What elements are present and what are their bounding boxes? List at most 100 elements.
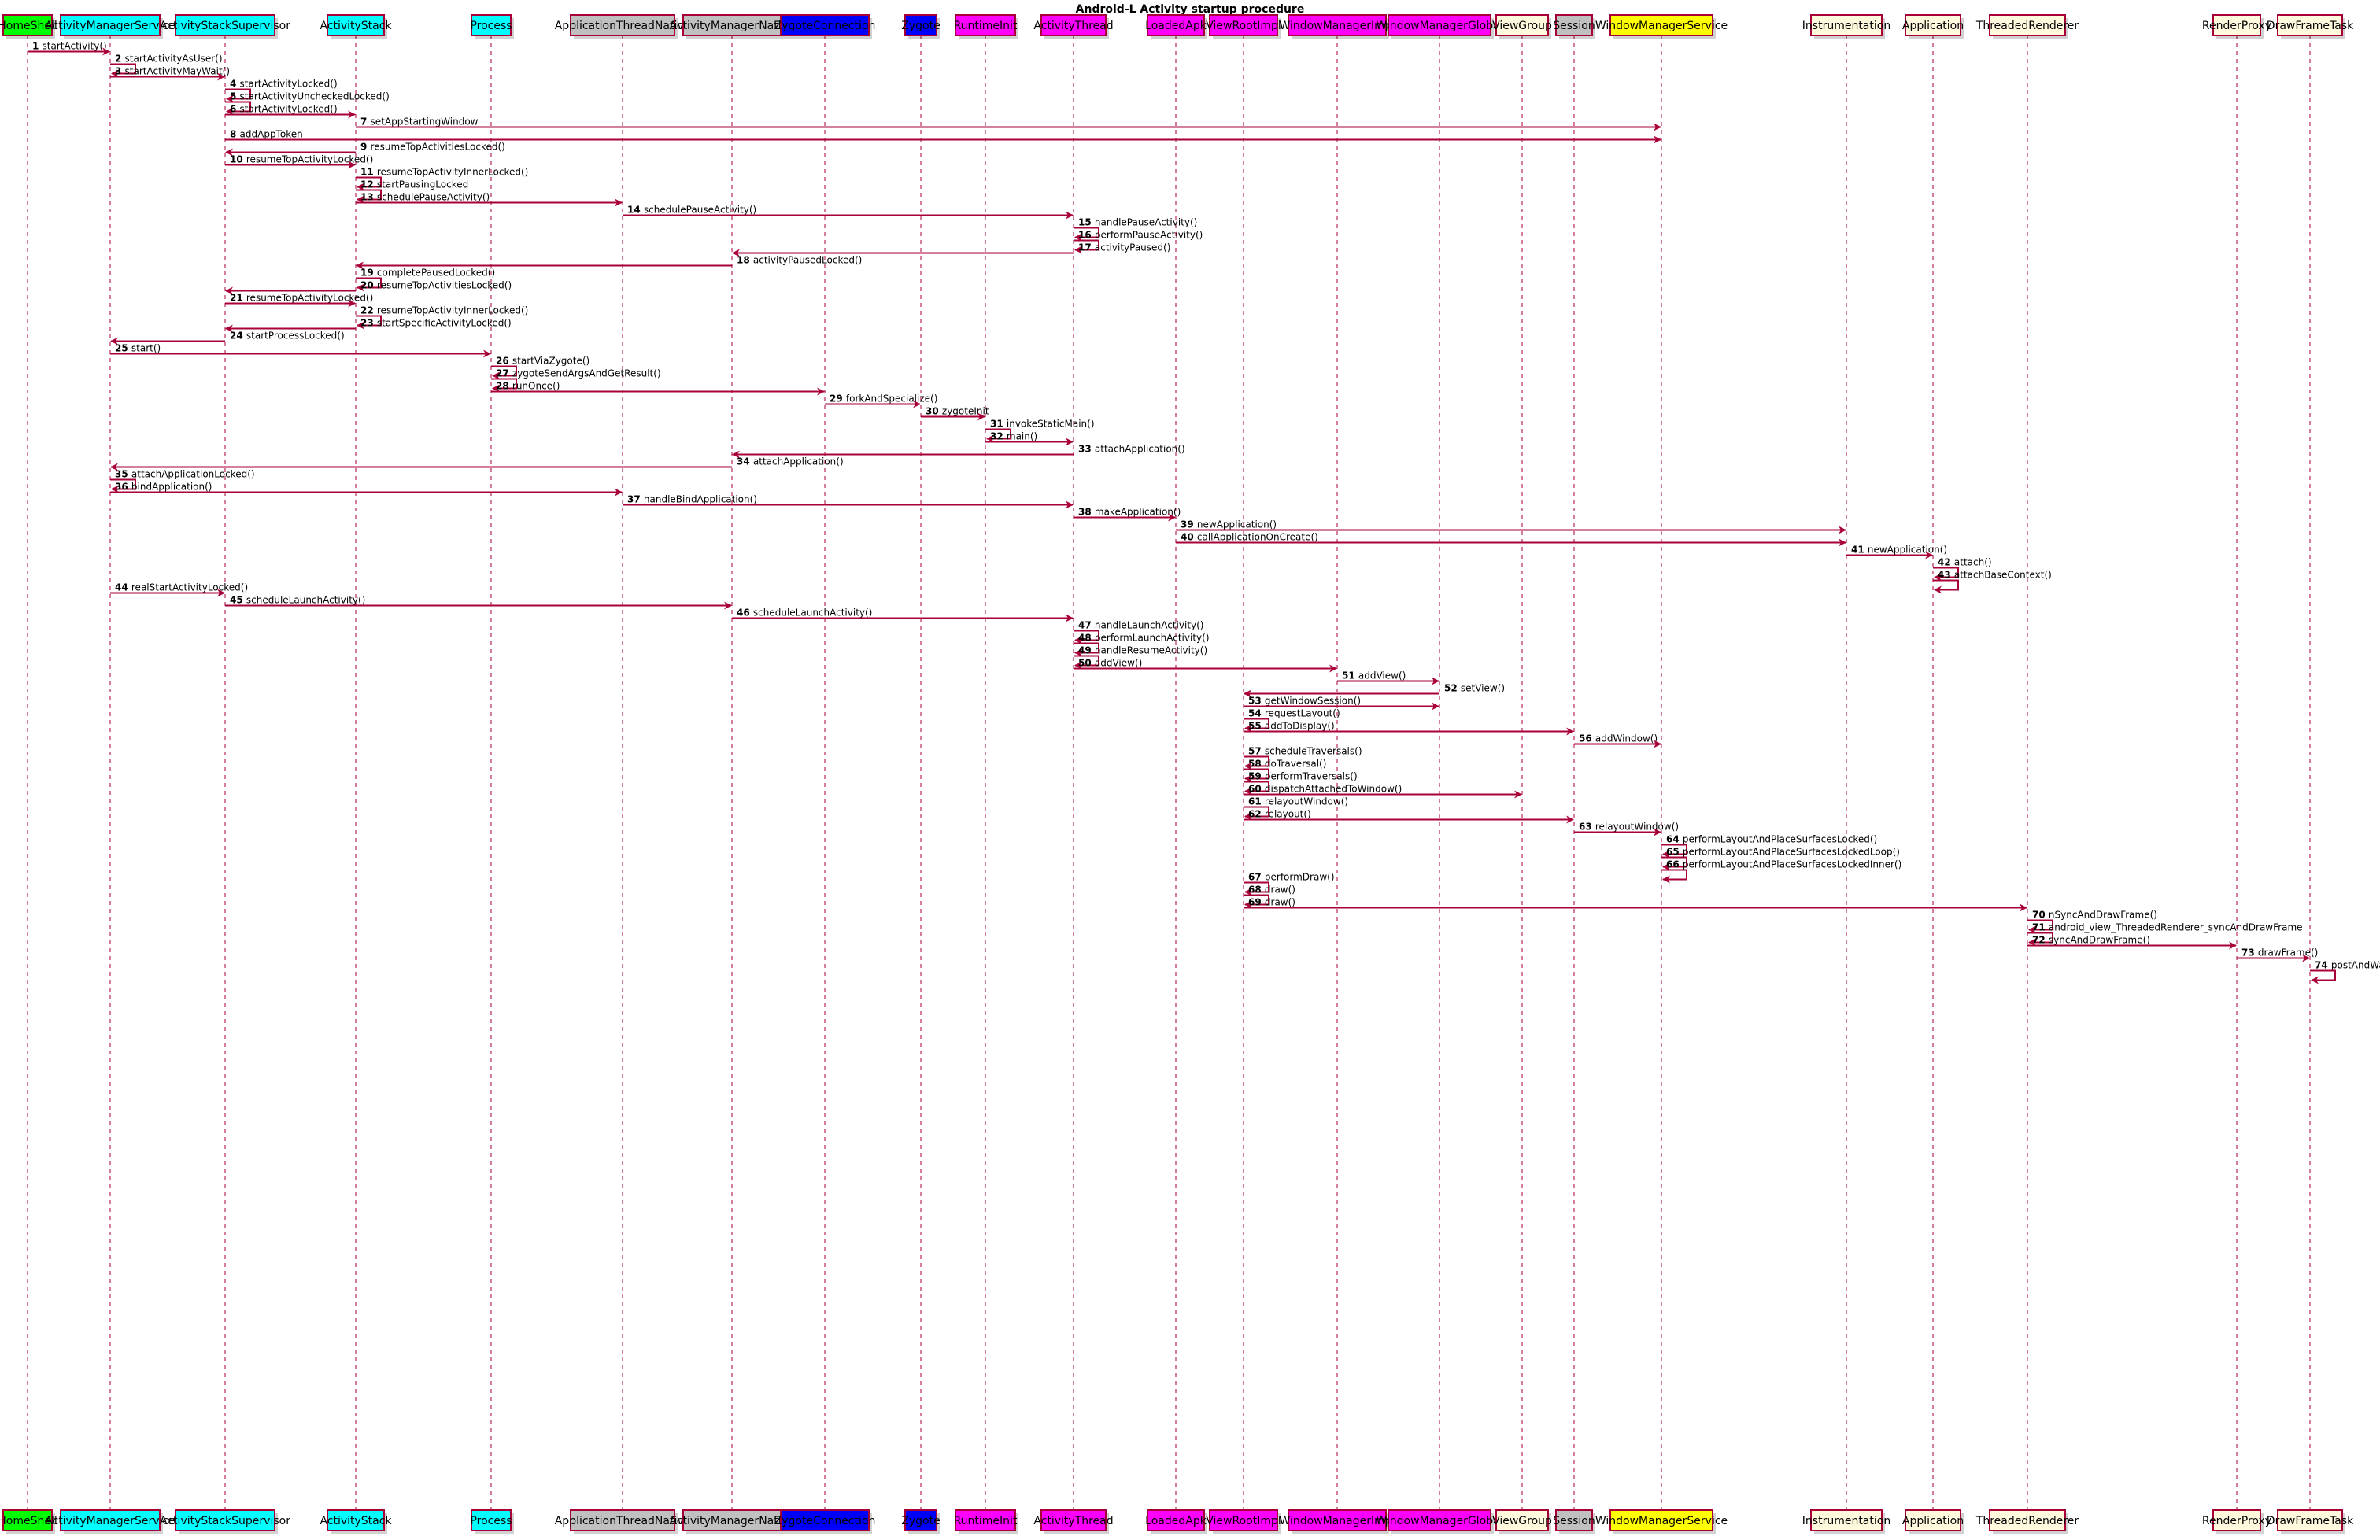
message-label: 17 activityPaused() [1078,242,1170,253]
participant-label: RenderProxy [2202,1515,2271,1527]
message-20: 20 resumeTopActivitiesLocked() [225,280,512,295]
message-55: 55 addToDisplay() [1244,721,1574,736]
message-line [1074,239,1099,251]
arrow-head [492,384,500,393]
message-48: 48 performLaunchActivity() [1074,633,1210,657]
message-label: 74 postAndWait() [2315,960,2380,971]
participant-bottom-activity-stack: ActivityStack [320,1509,392,1534]
arrow-head [1662,875,1670,884]
message-label: 19 completePausedLocked() [360,268,495,279]
participant-label: ActivityStackSupervisor [160,20,290,32]
diagram-title: Android-L Activity startup procedure [1076,3,1305,16]
message-label: 64 performLayoutAndPlaceSurfacesLocked() [1666,834,1877,845]
message-line [1074,655,1099,667]
message-label: 45 scheduleLaunchActivity() [230,595,365,606]
participant-label: DrawFrameTask [2267,1515,2354,1527]
participant-label: ActivityStackSupervisor [160,1515,290,1527]
arrow-head [111,485,119,493]
participant-label: RuntimeInit [954,20,1018,32]
message-54: 54 requestLayout() [1244,708,1340,733]
participant-label: ActivityStack [320,20,392,32]
participant-top-home-shell: HomeShell [0,14,57,39]
message-line [2027,919,2053,931]
message-5: 5 startActivityUncheckedLocked() [225,91,390,116]
message-label: 2 startActivityAsUser() [115,54,223,65]
message-14: 14 schedulePauseActivity() [623,205,1074,220]
arrow-head [1654,828,1661,836]
participant-label: ActivityManagerService [45,20,175,32]
message-label: 25 start() [115,343,161,354]
message-line [1074,630,1099,641]
message-label: 14 schedulePauseActivity() [627,205,756,216]
message-line [1244,806,1269,818]
message-41: 41 newApplication() [1846,545,1947,559]
arrow-head [1244,689,1251,698]
message-65: 65 performLayoutAndPlaceSurfacesLockedLo… [1661,847,1900,871]
participant-label: WindowManagerGlobal [1376,20,1502,32]
message-17: 17 activityPaused() [732,242,1170,257]
message-label: 6 startActivityLocked() [230,104,338,115]
participant-label: ViewRootImpl [1206,20,1281,32]
arrow-head [1244,900,1252,909]
message-label: 40 callApplicationOnCreate() [1181,532,1318,543]
arrow-head [1074,246,1082,254]
message-label: 27 zygoteSendArgsAndGetResult() [496,368,661,379]
participant-top-session: Session [1553,14,1595,39]
participant-bottom-view-root-impl: ViewRootImpl [1206,1509,1281,1534]
message-72: 72 syncAndDrawFrame() [2027,935,2237,950]
message-58: 58 doTraversal() [1244,759,1326,783]
arrow-head [1432,702,1439,711]
arrow-head [357,183,364,191]
arrow-head [356,261,364,270]
message-label: 55 addToDisplay() [1248,721,1335,732]
message-18: 18 activityPausedLocked() [356,255,862,270]
participant-label: ZygoteConnection [774,20,876,32]
arrow-head [1066,614,1074,622]
message-8: 8 addAppToken [225,129,1661,144]
message-label: 44 realStartActivityLocked() [115,582,248,593]
message-47: 47 handleLaunchActivity() [1074,620,1203,644]
message-line [2027,932,2053,944]
message-label: 3 startActivityMayWait() [115,66,230,77]
arrow-head [1066,438,1074,446]
participant-top-activity-thread: ActivityThread [1033,14,1114,39]
participant-label: ActivityManagerNative [669,20,794,32]
message-32: 32 main() [985,431,1074,446]
arrow-head [1244,812,1252,821]
participant-top-activity-stack: ActivityStack [320,14,392,39]
participant-label: ApplicationThreadNative [555,1515,691,1527]
message-label: 34 attachApplication() [737,456,844,467]
message-label: 38 makeApplication() [1078,507,1181,518]
message-label: 49 handleResumeActivity() [1078,645,1207,656]
message-label: 26 startViaZygote() [496,356,589,367]
message-12: 12 startPausingLocked [356,179,468,204]
arrow-head [1074,661,1082,670]
participant-label: Instrumentation [1802,1515,1890,1527]
message-73: 73 drawFrame() [2237,947,2318,962]
message-label: 52 setView() [1444,683,1505,694]
message-62: 62 relayout() [1244,809,1574,824]
participant-top-process: Process [470,14,514,39]
message-label: 23 startSpecificActivityLocked() [360,318,512,329]
participant-label: ZygoteConnection [774,1515,876,1527]
arrow-head [978,412,985,421]
message-label: 46 scheduleLaunchActivity() [737,608,872,619]
message-label: 20 resumeTopActivitiesLocked() [360,280,512,291]
participant-label: WindowManagerService [1595,1515,1728,1527]
arrow-head [1074,233,1082,242]
arrow-head [1839,538,1846,547]
message-line [1244,881,1269,893]
participant-top-application-thread-native: ApplicationThreadNative [555,14,690,39]
message-22: 22 resumeTopActivityInnerLocked() [356,305,528,330]
arrow-head [348,299,356,308]
participant-top-instrumentation: Instrumentation [1802,14,1890,39]
message-label: 69 draw() [1248,897,1295,908]
message-label: 51 addView() [1342,670,1406,681]
message-line [110,478,136,490]
participant-bottom-session: Session [1553,1509,1595,1534]
message-label: 62 relayout() [1248,809,1311,820]
message-label: 15 handlePauseActivity() [1078,217,1197,228]
participant-label: WindowManagerGlobal [1376,1515,1502,1527]
message-label: 72 syncAndDrawFrame() [2032,935,2150,946]
participant-top-zygote: Zygote [901,14,941,39]
